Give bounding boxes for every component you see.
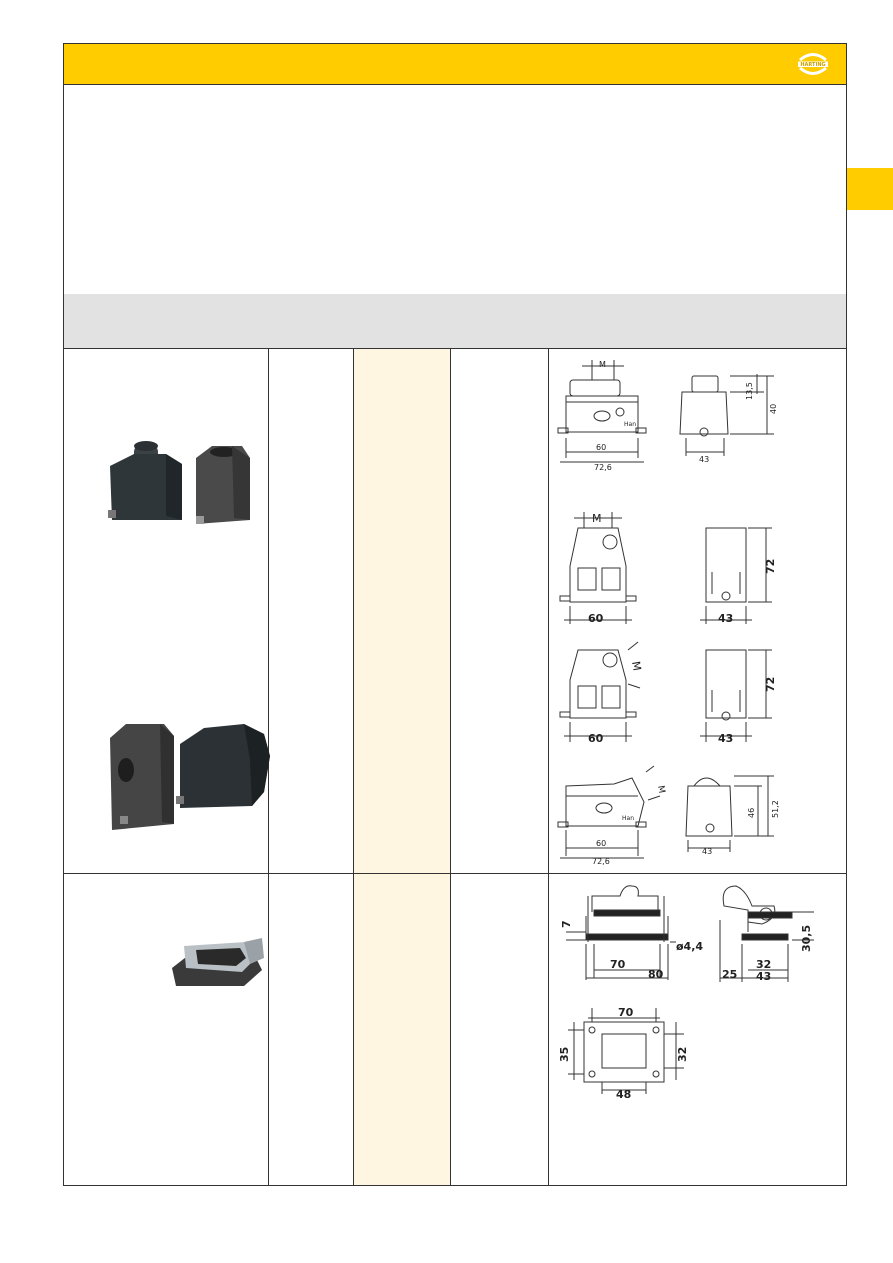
drawing-hood-top-entry-high: M 60 43 72 (559, 512, 777, 625)
dim-height-72: 72 (764, 677, 777, 692)
dim-height-13-5: 13,5 (745, 382, 754, 400)
dim-m: M (592, 512, 602, 525)
dim-height-40: 40 (769, 404, 778, 414)
dim-width-60: 60 (588, 732, 604, 745)
dim-width-43: 43 (756, 970, 771, 983)
column-divider-1 (268, 348, 269, 1186)
dim-depth-43: 43 (718, 612, 733, 625)
housing-surface-mount-photo (172, 938, 264, 986)
dim-width-70: 70 (610, 958, 626, 971)
column-divider-3 (450, 348, 451, 1186)
dim-hole: ø4,4 (676, 940, 703, 953)
hood-side-entry-photo (110, 724, 270, 830)
dim-width-72-6: 72,6 (592, 857, 610, 866)
dim-m: M (655, 785, 666, 794)
hood-mark: Han (624, 421, 636, 428)
dim-height-35: 35 (558, 1047, 571, 1062)
dim-m: M (599, 360, 606, 369)
drawing-hood-side-entry-high: M 60 43 72 (559, 641, 777, 745)
dim-height-32: 32 (676, 1047, 689, 1062)
dim-width-60: 60 (596, 839, 606, 848)
dim-height-72: 72 (764, 559, 777, 574)
highlight-column (354, 348, 450, 1185)
dim-flange-7: 7 (560, 920, 573, 928)
table-rule-middle (63, 873, 847, 874)
dim-width-60: 60 (588, 612, 604, 625)
dim-width-80: 80 (648, 968, 664, 981)
dim-width-32: 32 (756, 958, 771, 971)
dim-depth-43: 43 (718, 732, 733, 745)
drawing-hood-top-entry-low: M 60 72,6 43 Han 13,5 40 (557, 360, 778, 472)
dim-m: M (629, 660, 643, 672)
hood-mark: Han (622, 815, 634, 822)
side-index-tab (847, 168, 893, 210)
dim-height-51-2: 51,2 (771, 800, 780, 818)
dim-depth-43: 43 (702, 847, 712, 856)
dim-height-30-5: 30,5 (800, 925, 813, 952)
drawing-panel-cutout: 70 35 32 48 (558, 1006, 689, 1099)
dim-depth-43: 43 (699, 455, 709, 464)
logo-text: HARTING (800, 62, 825, 68)
drawing-hood-side-entry-low: M Han 60 72,6 43 46 51,2 (557, 765, 780, 866)
column-divider-2 (353, 348, 354, 1186)
hood-top-entry-photo (108, 441, 250, 524)
table-rule-top (63, 348, 847, 349)
dim-width-72-6: 72,6 (594, 463, 612, 472)
dim-offset-25: 25 (722, 968, 737, 981)
dim-width-70: 70 (618, 1006, 634, 1019)
table-header-band (64, 294, 846, 348)
dim-width-48: 48 (616, 1088, 631, 1099)
dim-width-60: 60 (596, 443, 606, 452)
page-frame (63, 43, 847, 1186)
dim-height-46: 46 (747, 808, 756, 818)
harting-logo: HARTING (795, 46, 831, 82)
column-divider-4 (548, 348, 549, 1186)
drawing-housing-side-views: 7 ø4,4 70 80 25 32 43 30,5 (560, 885, 814, 983)
